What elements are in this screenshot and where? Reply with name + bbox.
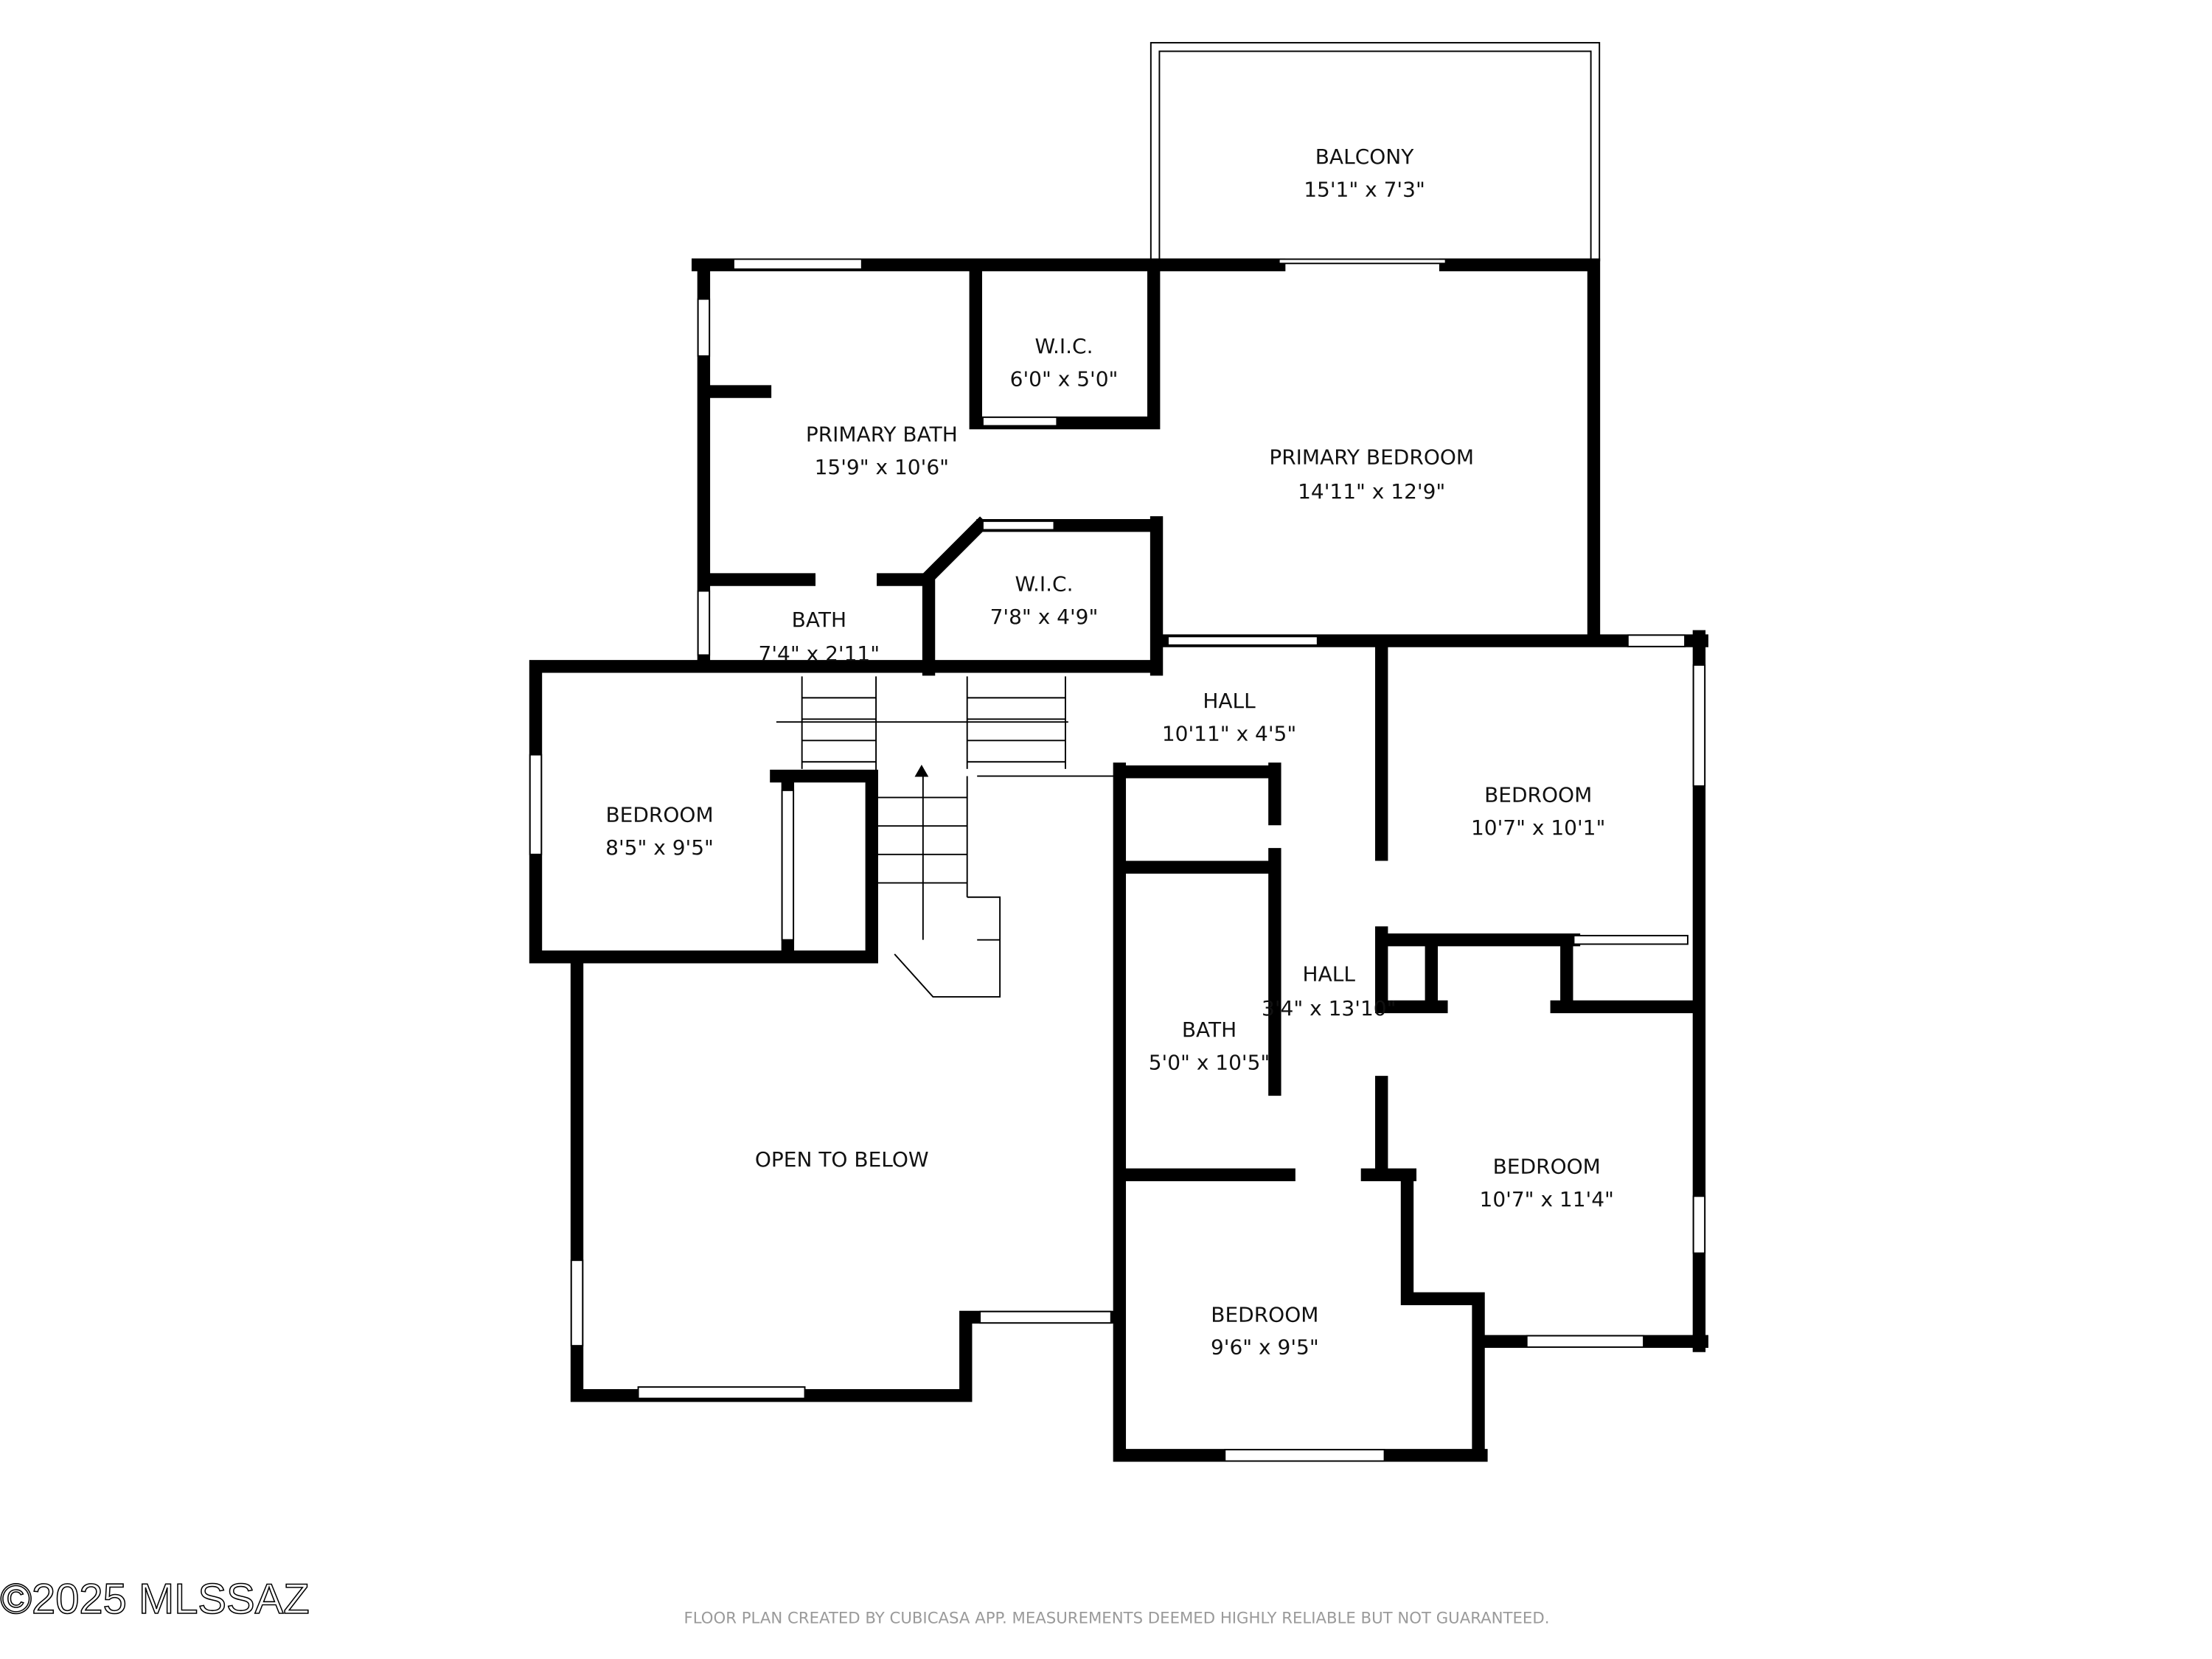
room-name: OPEN TO BELOW xyxy=(755,1147,929,1172)
room-size: 7'8" x 4'9" xyxy=(990,605,1099,629)
room-size: 5'0" x 10'5" xyxy=(1149,1050,1270,1074)
room-size: 10'7" x 10'1" xyxy=(1471,815,1605,840)
room-name: HALL xyxy=(1303,962,1356,987)
room-size: 6'0" x 5'0" xyxy=(1010,366,1119,391)
windows xyxy=(529,258,1706,1462)
room-size: 10'11" x 4'5" xyxy=(1162,721,1296,745)
room-name: W.I.C. xyxy=(1035,334,1093,358)
room-name: HALL xyxy=(1203,689,1256,713)
disclaimer: FLOOR PLAN CREATED BY CUBICASA APP. MEAS… xyxy=(684,1610,1550,1628)
room-name: BEDROOM xyxy=(1493,1154,1601,1178)
room-name: PRIMARY BATH xyxy=(806,422,958,447)
room-labels: BALCONY 15'1" x 7'3" W.I.C. 6'0" x 5'0" … xyxy=(605,145,1614,1360)
room-name: BATH xyxy=(1182,1018,1237,1042)
room-name: W.I.C. xyxy=(1015,572,1073,597)
room-name: BATH xyxy=(792,608,846,632)
room-name: BALCONY xyxy=(1315,145,1414,169)
room-size: 8'5" x 9'5" xyxy=(605,835,714,860)
room-size: 9'6" x 9'5" xyxy=(1211,1335,1319,1360)
copyright-watermark: ©2025 MLSSAZ xyxy=(0,1576,309,1623)
room-size: 7'4" x 2'11" xyxy=(759,641,880,666)
room-size: 10'7" x 11'4" xyxy=(1480,1187,1614,1211)
room-size: 15'1" x 7'3" xyxy=(1304,178,1425,202)
room-size: 3'4" x 13'10" xyxy=(1262,996,1396,1020)
room-name: PRIMARY BEDROOM xyxy=(1269,445,1474,470)
room-size: 14'11" x 12'9" xyxy=(1298,479,1445,504)
room-name: BEDROOM xyxy=(605,802,713,827)
room-size: 15'9" x 10'6" xyxy=(815,455,949,479)
walls xyxy=(529,258,1708,1462)
room-name: BEDROOM xyxy=(1211,1302,1318,1326)
stairs xyxy=(776,676,1120,998)
room-name: BEDROOM xyxy=(1484,782,1592,807)
